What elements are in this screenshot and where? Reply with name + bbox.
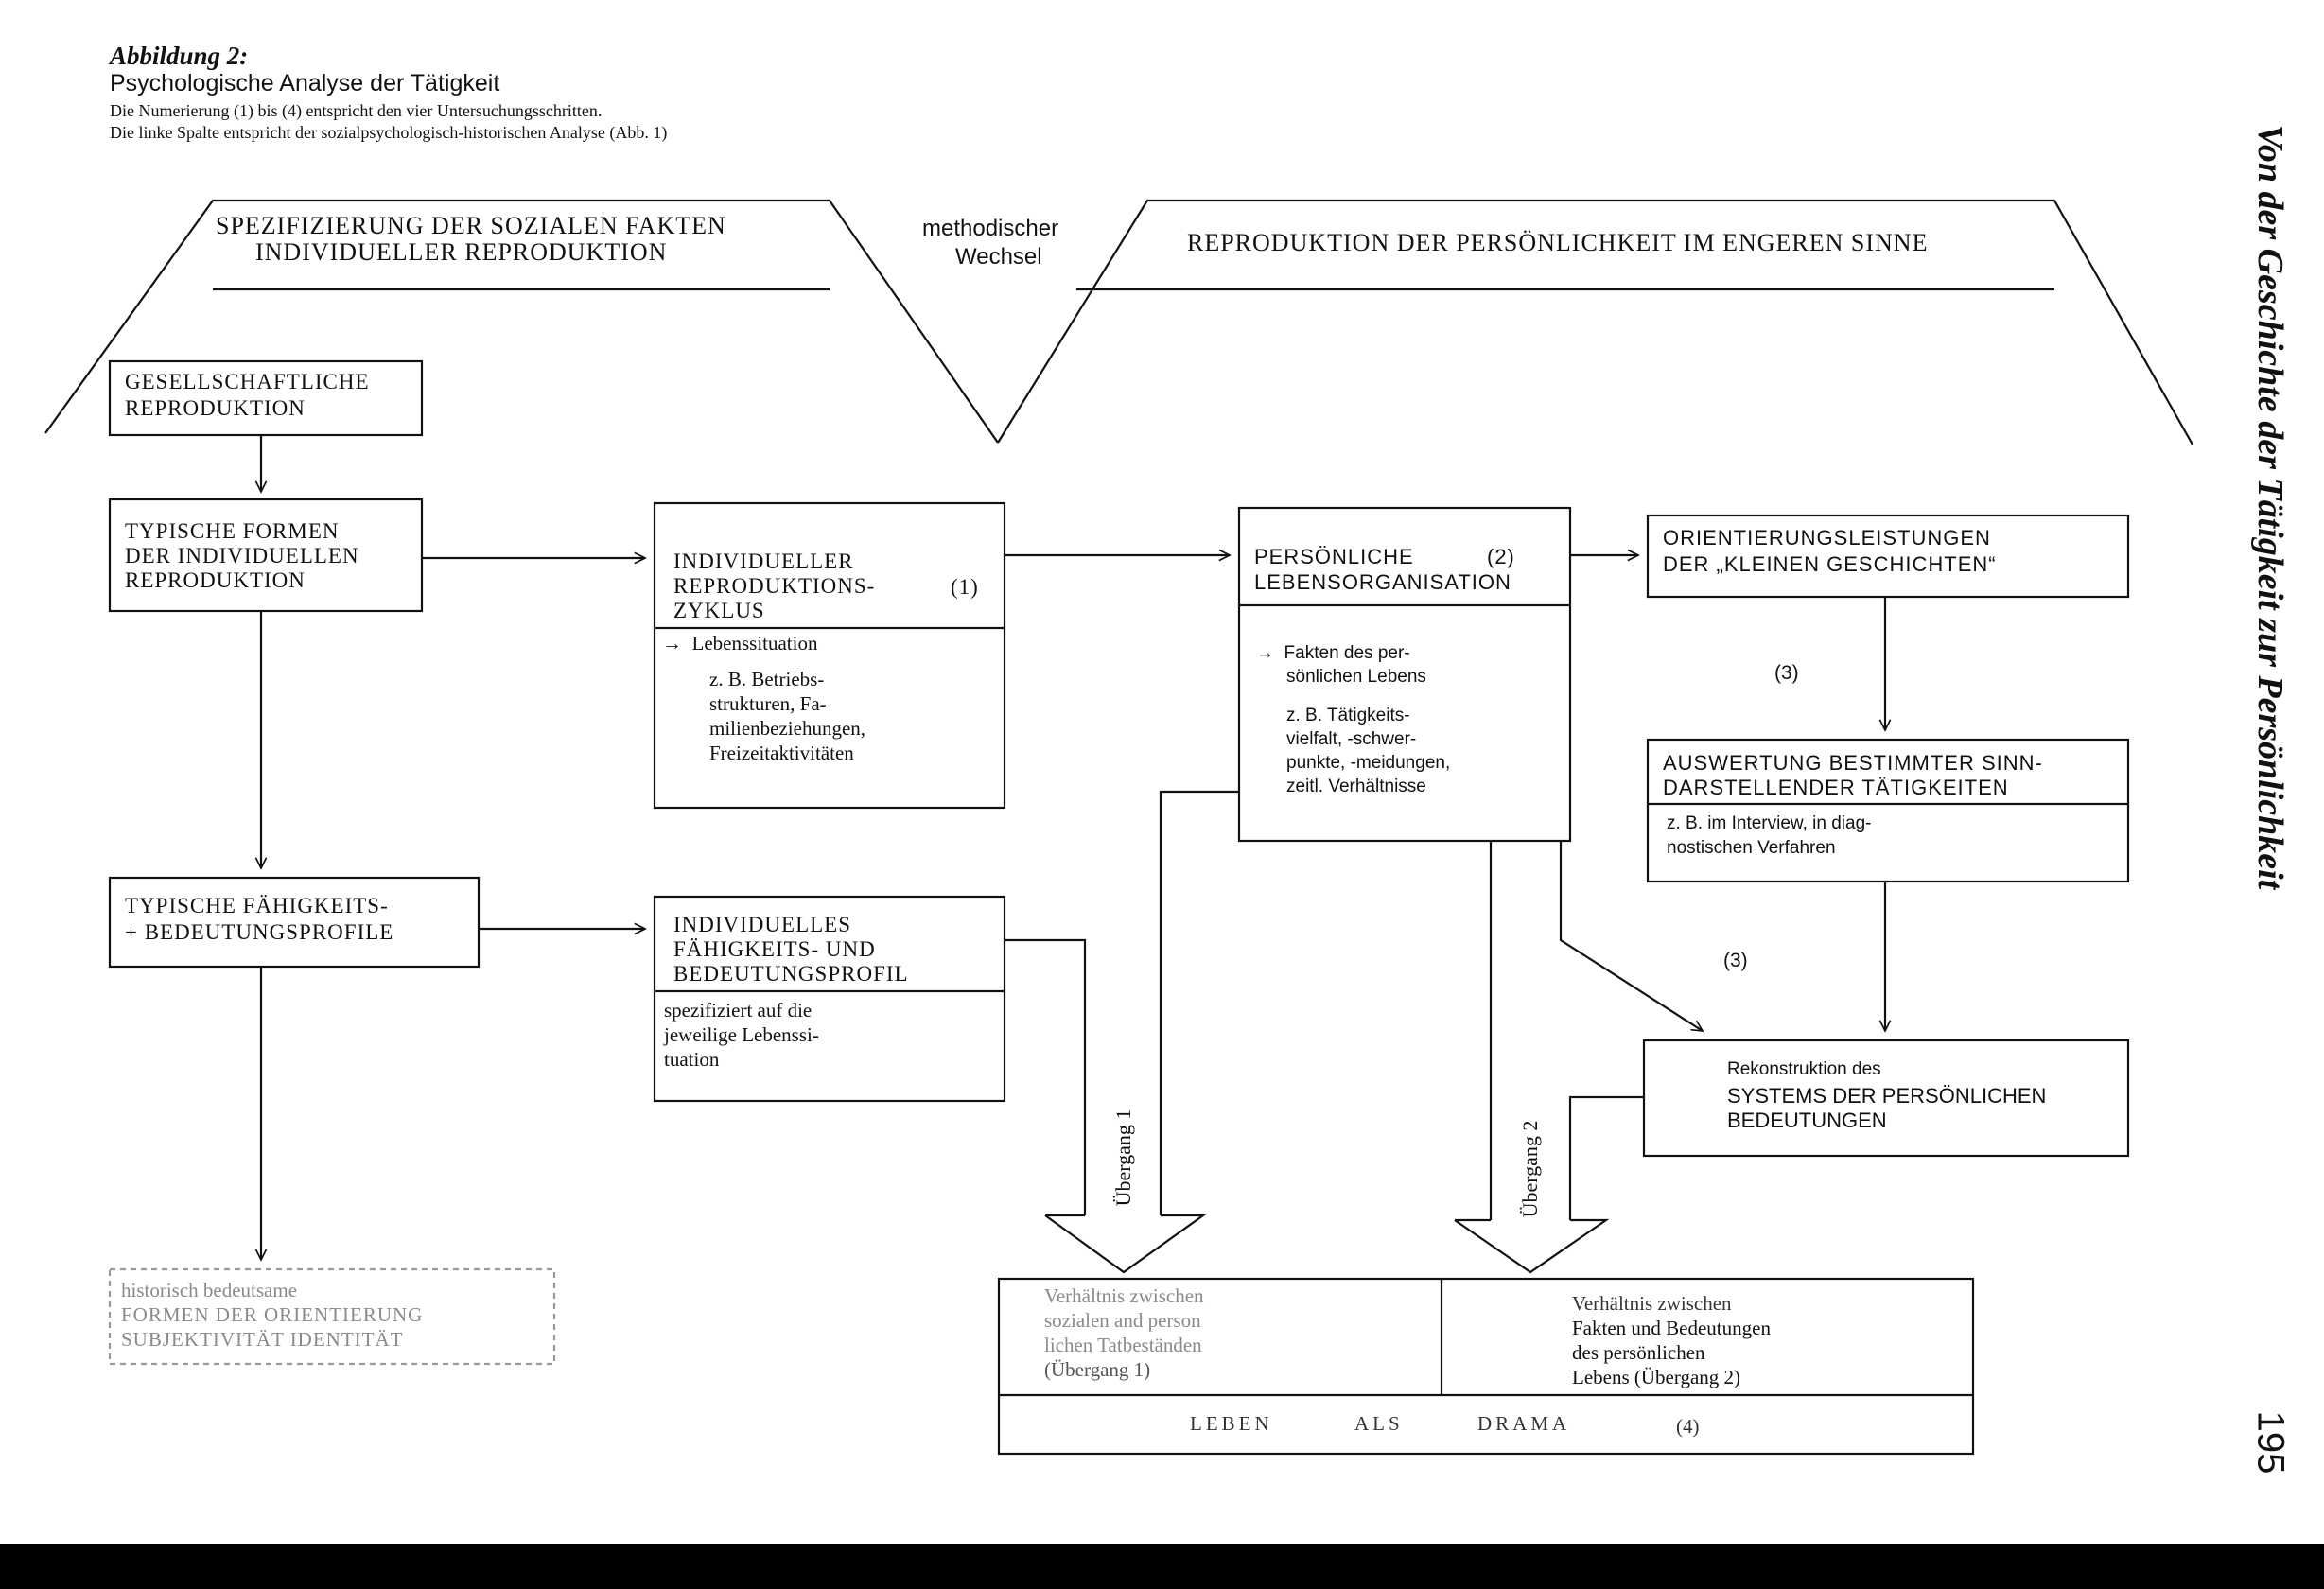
lebensorg-body-5: punkte, -meidungen, [1286, 753, 1451, 773]
figure-note-2: Die linke Spalte entspricht der sozialps… [110, 123, 668, 142]
box-individuelles-profil [653, 895, 1006, 1103]
auswertung-body-1: z. B. im Interview, in diag- [1667, 813, 1872, 833]
historisch-line1: historisch bedeutsame [121, 1279, 298, 1301]
verhaeltnis-right-2: Fakten und Bedeutungen [1572, 1317, 1771, 1339]
lebensorg-step-number: (2) [1487, 545, 1515, 568]
box-lebensorganisation [1237, 506, 1572, 843]
drama-word-2: ALS [1354, 1412, 1404, 1435]
box-leben-als-drama [997, 1277, 1975, 1456]
header-left-bracket [44, 199, 999, 444]
zyklus-title-2: REPRODUKTIONS- [673, 574, 876, 598]
profil-title-1: INDIVIDUELLES [673, 913, 852, 936]
uebergang1-label: Übergang 1 [1111, 1109, 1135, 1207]
header-middle-line2: Wechsel [955, 244, 1042, 270]
box-auswertung [1646, 738, 2130, 883]
typische-formen-line1: TYPISCHE FORMEN [125, 519, 340, 543]
typische-profile-line1: TYPISCHE FÄHIGKEITS- [125, 894, 389, 917]
typische-profile-line2: + BEDEUTUNGSPROFILE [125, 920, 394, 944]
profil-title-3: BEDEUTUNGSPROFIL [673, 962, 909, 986]
zyklus-title-1: INDIVIDUELLER [673, 550, 854, 573]
arrow-lebensorg-to-rekonstruktion [1559, 841, 1703, 1031]
profil-title-2: FÄHIGKEITS- UND [673, 937, 876, 961]
box-orientierungsleistungen [1646, 514, 2130, 599]
zyklus-body-5: Freizeitaktivitäten [709, 742, 854, 764]
verhaeltnis-left-4: (Übergang 1) [1044, 1358, 1151, 1381]
verhaeltnis-right-3: des persönlichen [1572, 1341, 1705, 1364]
box-reproduktionszyklus [653, 501, 1006, 810]
header-left-line1: SPEZIFIZIERUNG DER SOZIALEN FAKTEN [216, 212, 726, 239]
uebergang1-lead-left [1159, 790, 1239, 1215]
profil-body-2: jeweilige Lebenssi- [664, 1023, 819, 1046]
figure-note-1: Die Numerierung (1) bis (4) entspricht d… [110, 101, 603, 120]
uebergang2-lead-right [1568, 1095, 1644, 1220]
lebensorg-body-4: vielfalt, -schwer- [1286, 729, 1417, 749]
page-number: 195 [2249, 1410, 2292, 1475]
uebergang1-funnel [1044, 1214, 1207, 1274]
box-historisch [108, 1267, 556, 1366]
auswertung-title-2: DARSTELLENDER TÄTIGKEITEN [1663, 776, 2009, 799]
header-middle-line1: methodischer [922, 216, 1059, 241]
figure-title: Psychologische Analyse der Tätigkeit [110, 70, 500, 96]
historisch-line3: SUBJEKTIVITÄT IDENTITÄT [121, 1328, 404, 1351]
uebergang2-funnel [1454, 1218, 1610, 1274]
header-left-line2: INDIVIDUELLER REPRODUKTION [255, 238, 668, 266]
drama-step-number: (4) [1676, 1415, 1700, 1438]
scan-edge-bar [0, 1544, 2324, 1589]
rekonstruktion-line1: Rekonstruktion des [1727, 1059, 1881, 1079]
box-typische-profile [108, 876, 481, 969]
typische-formen-line2: DER INDIVIDUELLEN [125, 544, 359, 568]
lebensorg-body-2: sönlichen Lebens [1286, 667, 1426, 687]
zyklus-body-1: → Lebenssituation [662, 632, 818, 655]
lebensorg-title-1: PERSÖNLICHE [1254, 545, 1414, 568]
verhaeltnis-right-1: Verhältnis zwischen [1572, 1292, 1732, 1315]
verhaeltnis-left-3: lichen Tatbeständen [1044, 1334, 1202, 1356]
rekonstruktion-line2: SYSTEMS DER PERSÖNLICHEN [1727, 1084, 2047, 1108]
step3-label-a: (3) [1774, 662, 1799, 684]
running-head: Von der Geschichte der Tätigkeit zur Per… [2250, 124, 2290, 890]
figure-label: Abbildung 2: [110, 42, 249, 70]
rekonstruktion-line3: BEDEUTUNGEN [1727, 1109, 1887, 1132]
verhaeltnis-right-4: Lebens (Übergang 2) [1572, 1366, 1741, 1388]
typische-formen-line3: REPRODUKTION [125, 568, 306, 592]
uebergang1-lead-right [1005, 938, 1087, 1215]
auswertung-title-1: AUSWERTUNG BESTIMMTER SINN- [1663, 751, 2043, 775]
header-right: REPRODUKTION DER PERSÖNLICHKEIT IM ENGER… [1187, 229, 1929, 256]
header-right-bracket [997, 199, 2193, 445]
step3-label-b: (3) [1723, 950, 1748, 971]
orientierung-line2: DER „KLEINEN GESCHICHTEN“ [1663, 552, 1997, 576]
box-typische-formen [108, 498, 424, 613]
zyklus-title-3: ZYKLUS [673, 599, 765, 622]
lebensorg-title-2: LEBENSORGANISATION [1254, 570, 1511, 594]
zyklus-body-3: strukturen, Fa- [709, 692, 827, 715]
orientierung-line1: ORIENTIERUNGSLEISTUNGEN [1663, 526, 1991, 550]
profil-body-3: tuation [664, 1048, 720, 1071]
historisch-line2: FORMEN DER ORIENTIERUNG [121, 1303, 424, 1326]
verhaeltnis-left-1: Verhältnis zwischen [1044, 1284, 1204, 1307]
drama-word-1: LEBEN [1190, 1412, 1273, 1435]
lebensorg-body-6: zeitl. Verhältnisse [1286, 777, 1426, 796]
profil-body-1: spezifiziert auf die [664, 999, 813, 1022]
lebensorg-body-1: → Fakten des per- [1256, 643, 1410, 663]
box-gesellschaftliche-reproduktion [108, 359, 424, 437]
gesellschaftliche-line1: GESELLSCHAFTLICHE [125, 370, 370, 393]
verhaeltnis-left-2: sozialen and person [1044, 1309, 1201, 1332]
uebergang2-label: Übergang 2 [1518, 1120, 1542, 1218]
zyklus-body-4: milienbeziehungen, [709, 717, 866, 740]
drama-word-3: DRAMA [1477, 1412, 1571, 1435]
zyklus-body-2: z. B. Betriebs- [709, 668, 825, 690]
auswertung-body-2: nostischen Verfahren [1667, 838, 1836, 858]
lebensorg-body-3: z. B. Tätigkeits- [1286, 706, 1410, 725]
gesellschaftliche-line2: REPRODUKTION [125, 396, 306, 420]
zyklus-step-number: (1) [951, 575, 979, 599]
